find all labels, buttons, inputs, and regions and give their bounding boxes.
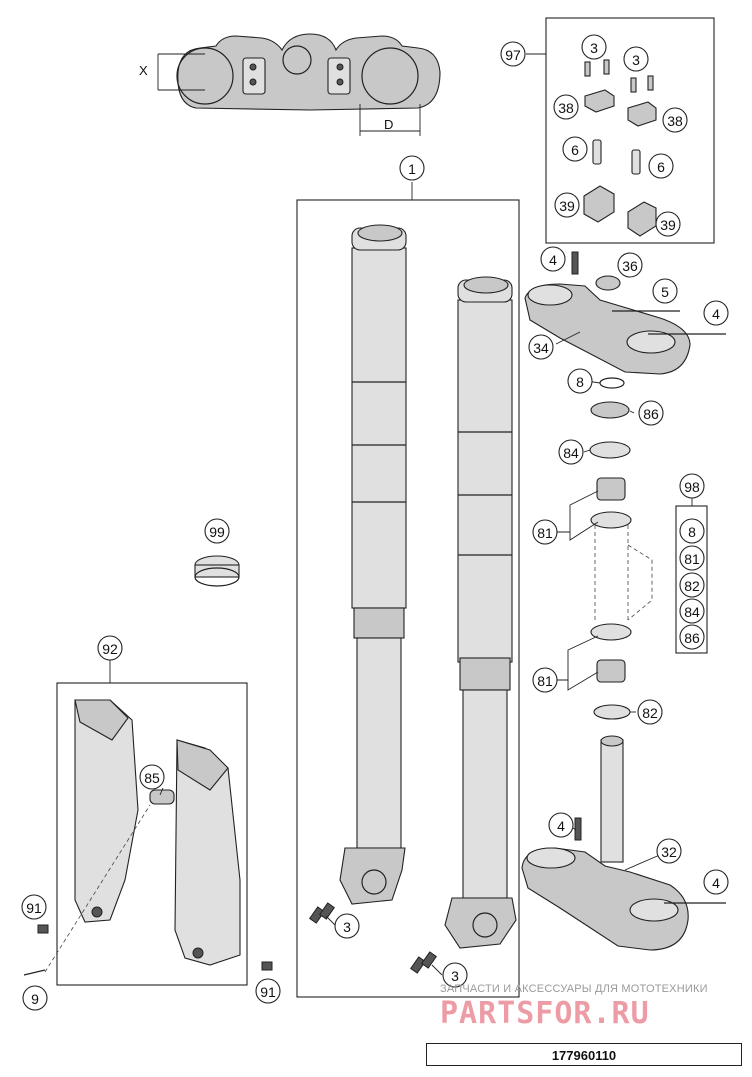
callout-label: 1 (408, 161, 416, 177)
lower-triple-clamp (521, 735, 726, 951)
callout-4: 4 (540, 246, 566, 272)
fork-leg-right (444, 276, 517, 949)
callout-4: 4 (548, 812, 574, 838)
callout-98: 98 (679, 473, 705, 499)
callout-label: 4 (712, 306, 720, 322)
callout-label: 8 (688, 524, 696, 540)
callout-81: 81 (532, 519, 558, 545)
callout-label: 3 (451, 968, 459, 984)
dimension-d-label: D (384, 117, 393, 132)
callout-label: 82 (684, 578, 700, 594)
callout-label: 86 (643, 406, 659, 422)
callout-label: 9 (31, 991, 39, 1007)
leader-lines (109, 53, 693, 976)
callout-39: 39 (655, 211, 681, 237)
callout-99: 99 (204, 518, 230, 544)
callout-3: 3 (334, 913, 360, 939)
callout-34: 34 (528, 334, 554, 360)
callout-label: 98 (684, 479, 700, 495)
callout-label: 3 (632, 52, 640, 68)
callout-label: 86 (684, 630, 700, 646)
fork-guard-box-92 (56, 682, 248, 986)
callout-label: 34 (533, 340, 549, 356)
callout-86: 86 (679, 624, 705, 650)
callout-label: 38 (558, 100, 574, 116)
callout-label: 91 (26, 900, 42, 916)
callout-5: 5 (652, 278, 678, 304)
fork-clamp-bolts (309, 902, 437, 974)
callout-36: 36 (617, 252, 643, 278)
callout-label: 39 (559, 198, 575, 214)
callout-84: 84 (679, 598, 705, 624)
callout-9: 9 (22, 985, 48, 1011)
callout-38: 38 (553, 94, 579, 120)
dust-seal-99 (194, 555, 240, 587)
callout-label: 4 (549, 252, 557, 268)
callout-6: 6 (648, 153, 674, 179)
callout-label: 81 (537, 525, 553, 541)
callout-6: 6 (562, 136, 588, 162)
callout-3: 3 (442, 962, 468, 988)
callout-label: 97 (505, 47, 521, 63)
callout-3: 3 (623, 46, 649, 72)
callout-3: 3 (581, 34, 607, 60)
callout-97: 97 (500, 41, 526, 67)
callout-label: 4 (557, 818, 565, 834)
callout-82: 82 (679, 572, 705, 598)
fork-guards (23, 699, 273, 976)
callout-4: 4 (703, 869, 729, 895)
watermark-logo: PARTSFOR.RU (440, 996, 650, 1031)
callout-label: 92 (102, 641, 118, 657)
callout-82: 82 (637, 699, 663, 725)
callout-8: 8 (567, 368, 593, 394)
dimension-x-label: X (139, 63, 148, 78)
callout-label: 82 (642, 705, 658, 721)
callout-label: 39 (660, 217, 676, 233)
callout-label: 32 (661, 844, 677, 860)
callout-81: 81 (679, 545, 705, 571)
watermark-caption: ЗАПЧАСТИ И АКСЕССУАРЫ ДЛЯ МОТОТЕХНИКИ (440, 983, 708, 995)
callout-label: 99 (209, 524, 225, 540)
kit-box-97 (545, 17, 715, 244)
callout-label: 3 (590, 40, 598, 56)
callout-92: 92 (97, 635, 123, 661)
drawing-number: 177960110 (426, 1043, 742, 1066)
callout-label: 6 (571, 142, 579, 158)
callout-label: 84 (684, 604, 700, 620)
callout-86: 86 (638, 400, 664, 426)
upper-triple-clamp (524, 251, 726, 375)
callout-label: 6 (657, 159, 665, 175)
callout-label: 8 (576, 374, 584, 390)
callout-label: 84 (563, 445, 579, 461)
callout-label: 81 (537, 673, 553, 689)
triple-clamp-plan-view (157, 33, 441, 136)
kit-97-parts (583, 59, 657, 237)
callout-1: 1 (399, 155, 425, 181)
callout-91: 91 (21, 894, 47, 920)
callout-label: 81 (684, 551, 700, 567)
callout-label: 36 (622, 258, 638, 274)
fork-assembly-box-1 (296, 199, 520, 998)
callout-label: 5 (661, 284, 669, 300)
callout-81: 81 (532, 667, 558, 693)
callout-label: 91 (260, 984, 276, 1000)
callout-38: 38 (662, 107, 688, 133)
callout-91: 91 (255, 978, 281, 1004)
bearing-stack (589, 377, 653, 720)
callout-label: 4 (712, 875, 720, 891)
callout-label: 38 (667, 113, 683, 129)
callout-32: 32 (656, 838, 682, 864)
callout-label: 85 (144, 770, 160, 786)
callout-84: 84 (558, 439, 584, 465)
kit-box-98 (675, 505, 708, 654)
callout-8: 8 (679, 518, 705, 544)
fork-leg-left (339, 224, 407, 905)
callout-85: 85 (139, 764, 165, 790)
callout-4: 4 (703, 300, 729, 326)
callout-39: 39 (554, 192, 580, 218)
callout-label: 3 (343, 919, 351, 935)
